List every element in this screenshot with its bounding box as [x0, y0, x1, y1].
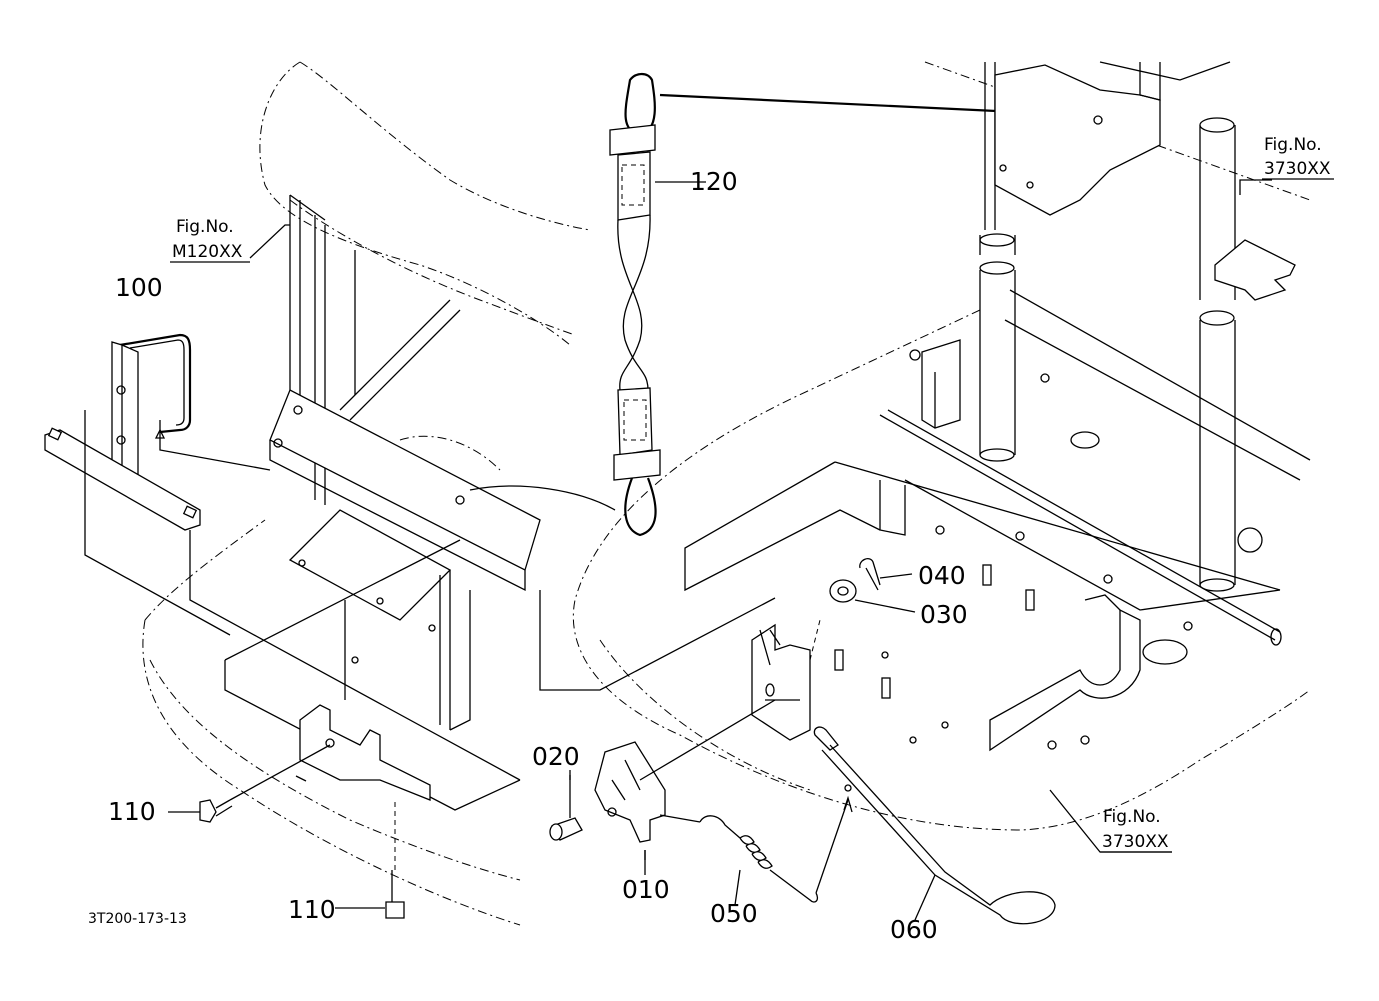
- seat-mount-plate: [269, 389, 541, 592]
- part-050-spring: [699, 795, 853, 903]
- callout-050: 050: [710, 899, 758, 928]
- fig-ref-3730xx-top-line2: 3730XX: [1264, 159, 1331, 179]
- callout-010: 010: [622, 875, 670, 904]
- part-120-strap: [469, 72, 1081, 537]
- fig-ref-3730xx-bottom-line1: Fig.No.: [1103, 807, 1161, 827]
- callout-030: 030: [920, 600, 968, 629]
- part-030-washer: [829, 579, 916, 613]
- part-040-pin: [859, 558, 913, 591]
- part-110-bolt-lower: [335, 800, 405, 919]
- callout-020: 020: [532, 742, 580, 771]
- switch-bracket: [751, 619, 821, 741]
- fig-ref-m120xx-line2: M120XX: [172, 242, 243, 262]
- callout-110-lower: 110: [288, 895, 336, 924]
- callout-100: 100: [115, 273, 163, 302]
- lower-bracket: [288, 509, 471, 731]
- part-060-rod: [813, 726, 1056, 925]
- callout-060: 060: [890, 915, 938, 944]
- drawing-code: 3T200-173-13: [88, 911, 187, 927]
- callout-120: 120: [690, 167, 738, 196]
- platform-outline: [572, 309, 1311, 831]
- deck-plate: [684, 339, 1281, 792]
- fig-ref-3730xx-top-line1: Fig.No.: [1264, 135, 1322, 155]
- callout-110-upper: 110: [108, 797, 156, 826]
- callout-040: 040: [918, 561, 966, 590]
- seat-outline: [259, 61, 591, 471]
- main-frame: [879, 61, 1311, 646]
- part-010-latch: [594, 699, 776, 860]
- fender-outline: [142, 519, 776, 926]
- fig-ref-3730xx-bottom-line2: 3730XX: [1102, 832, 1169, 852]
- part-020-pin: [549, 775, 583, 841]
- seat-frame: [289, 194, 461, 505]
- part-110-bolt-upper: [168, 744, 331, 823]
- part-100-bracket: [44, 333, 521, 781]
- leader-lines: [249, 179, 1272, 921]
- fig-ref-m120xx-line1: Fig.No.: [176, 217, 234, 237]
- fender-bracket: [295, 704, 431, 801]
